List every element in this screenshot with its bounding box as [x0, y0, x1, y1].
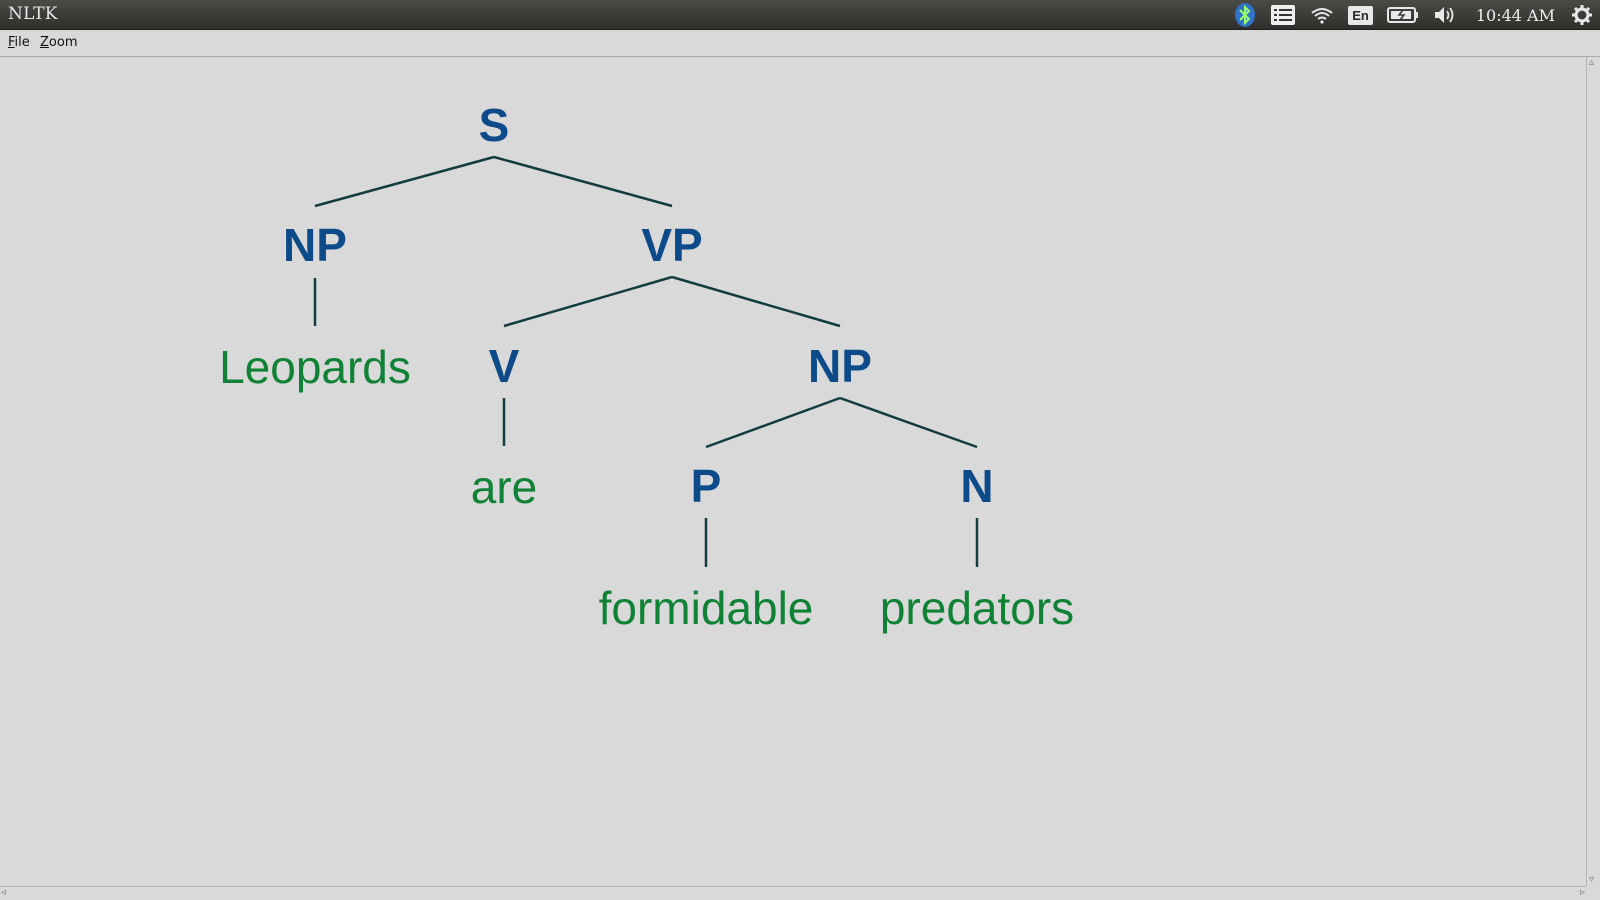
scroll-left-icon[interactable]: ◃ — [1, 887, 7, 898]
edge-np-n — [839, 396, 978, 449]
node-np[interactable]: NP — [283, 219, 347, 271]
menu-zoom-mnemonic: Z — [40, 35, 49, 50]
system-tray: En 10:44 AM — [1227, 0, 1600, 30]
node-v[interactable]: V — [489, 340, 520, 392]
language-label: En — [1348, 5, 1373, 25]
tree-canvas[interactable]: S NP VP Leopards V NP are P N formidable… — [0, 57, 1586, 886]
battery-icon[interactable] — [1386, 0, 1419, 30]
menu-file-label: ile — [14, 35, 30, 50]
edge-np-p — [705, 396, 841, 449]
node-p[interactable]: P — [691, 460, 722, 512]
scroll-up-icon[interactable]: ▵ — [1589, 57, 1595, 68]
menu-bar: File Zoom — [0, 30, 1600, 57]
node-n[interactable]: N — [960, 460, 993, 512]
language-indicator[interactable]: En — [1348, 0, 1373, 30]
parse-tree: S NP VP Leopards V NP are P N formidable… — [219, 99, 1074, 634]
node-vp[interactable]: VP — [641, 219, 702, 271]
clock[interactable]: 10:44 AM — [1475, 5, 1555, 25]
leaf-are[interactable]: are — [471, 461, 537, 513]
gear-icon[interactable] — [1571, 0, 1593, 30]
scroll-down-icon[interactable]: ▿ — [1589, 874, 1595, 885]
menu-zoom[interactable]: Zoom — [40, 35, 77, 50]
node-s[interactable]: S — [479, 99, 510, 151]
scroll-right-icon[interactable]: ▹ — [1579, 887, 1585, 898]
top-panel: NLTK En — [0, 0, 1600, 30]
wifi-icon[interactable] — [1310, 0, 1334, 30]
volume-icon[interactable] — [1433, 0, 1459, 30]
node-np-object[interactable]: NP — [808, 340, 872, 392]
list-icon[interactable] — [1270, 0, 1296, 30]
menu-file-mnemonic: F — [8, 35, 15, 50]
leaf-formidable[interactable]: formidable — [599, 582, 814, 634]
edge-s-vp — [493, 155, 673, 208]
edge-s-np — [314, 155, 495, 208]
vertical-scrollbar[interactable]: ▵ ▿ — [1586, 57, 1600, 886]
edge-vp-np — [671, 275, 841, 328]
scroll-corner — [1586, 886, 1600, 900]
horizontal-scrollbar[interactable]: ◃ ▹ — [0, 886, 1586, 900]
bluetooth-icon[interactable] — [1234, 0, 1256, 30]
edge-vp-v — [503, 275, 673, 328]
leaf-predators[interactable]: predators — [880, 582, 1074, 634]
menu-zoom-label: oom — [48, 35, 78, 50]
app-title: NLTK — [8, 4, 58, 24]
menu-file[interactable]: File — [8, 35, 30, 50]
leaf-leopards[interactable]: Leopards — [219, 341, 411, 393]
